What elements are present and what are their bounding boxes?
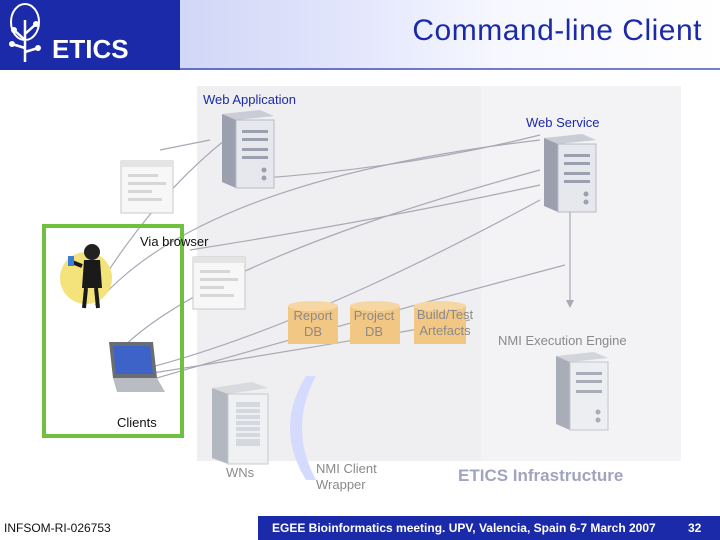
build-test-label: Build/Test Artefacts: [410, 307, 480, 339]
web-service-server-icon: [544, 134, 597, 213]
footer-event: EGEE Bioinformatics meeting. UPV, Valenc…: [272, 521, 656, 535]
project-db-line1: Project: [353, 308, 395, 323]
page-number: 32: [688, 521, 702, 535]
etics-logo: ETICS: [0, 0, 180, 70]
user-person-icon: [60, 244, 112, 309]
project-db-line2: DB: [364, 324, 384, 339]
nmi-wrapper-arc: [290, 376, 316, 480]
nmi-wrapper-line1: NMI Client: [316, 461, 377, 476]
nmi-engine-server-icon: [556, 352, 609, 431]
db-cylinders: [288, 301, 466, 344]
web-application-label: Web Application: [203, 92, 296, 107]
nmi-engine-label: NMI Execution Engine: [498, 333, 627, 348]
header-divider: [0, 68, 720, 70]
project-db-label: Project DB: [349, 308, 399, 340]
worker-node-icon: [212, 382, 269, 465]
laptop-icon: [109, 342, 165, 392]
etics-infrastructure-label: ETICS Infrastructure: [458, 466, 624, 485]
via-browser-label: Via browser: [140, 234, 209, 249]
report-db-line2: DB: [303, 324, 323, 339]
logo-text: ETICS: [52, 34, 129, 64]
clients-label: Clients: [117, 415, 157, 430]
footer-code-area: [0, 516, 258, 540]
web-app-server-icon: [222, 110, 275, 189]
build-test-line2: Artefacts: [419, 323, 471, 338]
nmi-wrapper-line2: Wrapper: [316, 477, 366, 492]
report-db-label: Report DB: [290, 308, 336, 340]
nmi-client-wrapper-label: NMI Client Wrapper: [316, 461, 377, 493]
footer-code: INFSOM-RI-026753: [4, 521, 111, 535]
browser-window-icon-2: [192, 256, 246, 310]
wns-label: WNs: [226, 465, 255, 480]
build-test-line1: Build/Test: [416, 307, 474, 322]
tree-icon: ETICS: [9, 3, 129, 64]
web-service-label: Web Service: [526, 115, 600, 130]
report-db-line1: Report: [293, 308, 333, 323]
browser-window-icon: [120, 160, 174, 214]
clients-frame: [42, 224, 184, 438]
slide-title: Command-line Client: [412, 14, 702, 47]
